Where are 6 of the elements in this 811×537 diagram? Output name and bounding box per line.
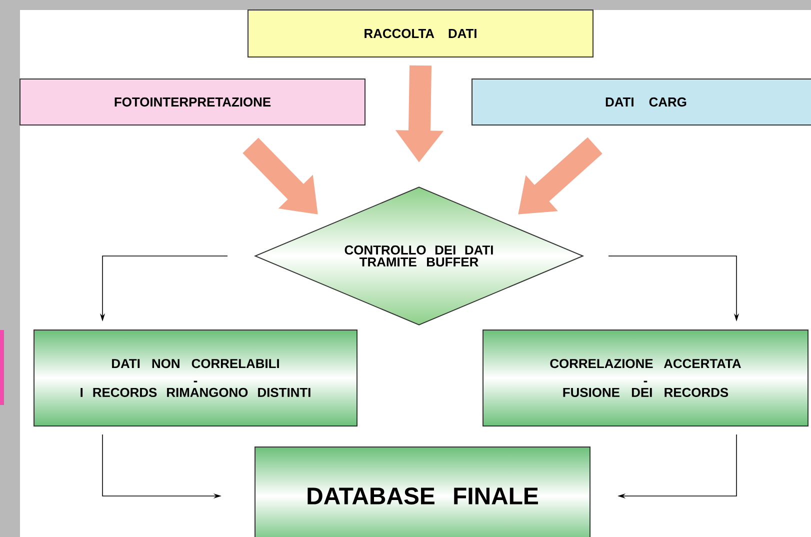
process-box: DATI NON CORRELABILI - I RECORDS RIMANGONO DISTINTI: [34, 330, 358, 426]
process-box: CORRELAZIONE ACCERTATA - FUSIONE DEI RECORDS: [482, 330, 808, 426]
process-box: DATI CARG: [472, 78, 811, 126]
process-box: FOTOINTERPRETAZIONE: [20, 78, 366, 126]
process-box: DATABASE FINALE: [254, 446, 590, 537]
process-box: RACCOLTA DATI: [248, 10, 594, 58]
